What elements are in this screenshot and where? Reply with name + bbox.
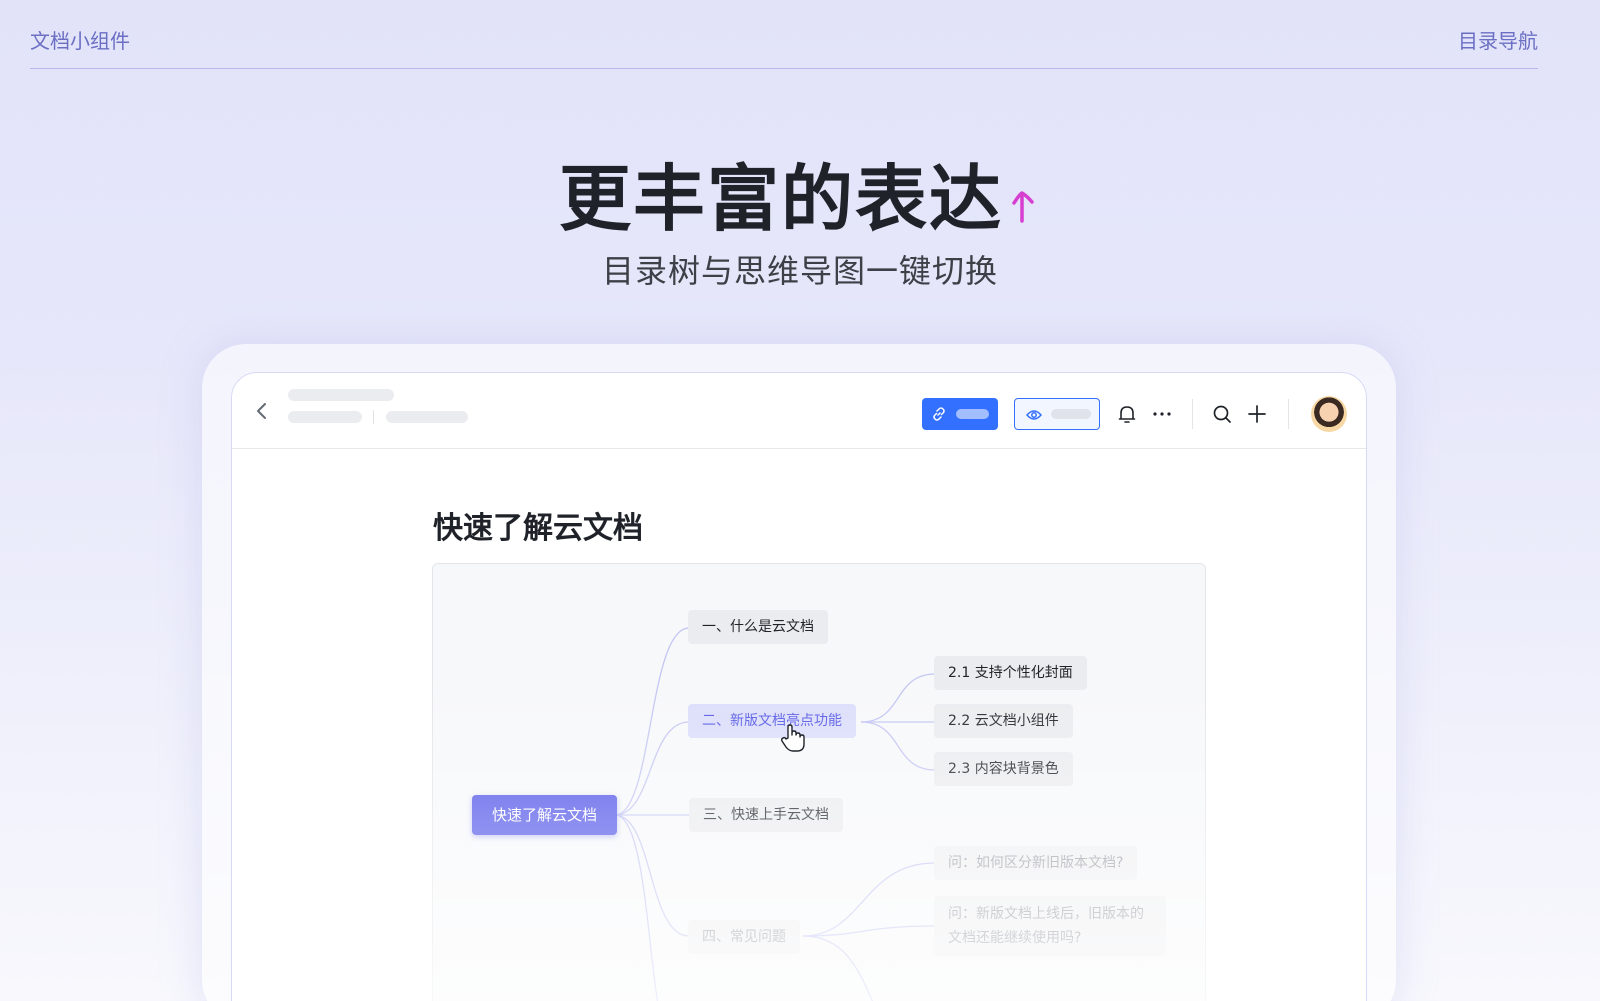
mindmap-root-node[interactable]: 快速了解云文档 (472, 795, 618, 835)
header-divider (1288, 399, 1289, 429)
more-icon[interactable] (1151, 403, 1173, 425)
eye-icon (1026, 407, 1042, 421)
brand-title: 文档小组件 (30, 29, 130, 53)
plus-icon[interactable] (1246, 403, 1268, 425)
doc-title: 快速了解云文档 (433, 511, 643, 546)
mindmap-canvas[interactable]: 快速了解云文档 一、什么是云文档 二、新版文档亮点功能 三、快速上手云文档 四、… (432, 563, 1206, 1001)
hero-title-text: 更丰富的表达 (558, 157, 1003, 241)
user-avatar[interactable] (1311, 396, 1347, 432)
mindmap-node[interactable]: 一、什么是云文档 (688, 610, 828, 644)
up-arrow-icon (1007, 160, 1041, 223)
view-mode-button[interactable] (1014, 398, 1100, 430)
mindmap-node-active[interactable]: 二、新版文档亮点功能 (688, 704, 856, 738)
mindmap-node[interactable]: 四、常见问题 (688, 920, 800, 954)
app-header (232, 373, 1366, 449)
mindmap-child-node[interactable]: 问：如何区分新旧版本文档? (934, 846, 1138, 880)
toc-nav-link[interactable]: 目录导航 (1458, 29, 1538, 53)
share-label-placeholder (956, 409, 989, 419)
mindmap-child-node[interactable]: 2.3 内容块背景色 (934, 752, 1073, 786)
top-nav: 文档小组件 目录导航 (30, 0, 1538, 69)
link-icon (932, 406, 946, 421)
share-button[interactable] (922, 398, 998, 430)
hand-cursor-icon (780, 723, 806, 753)
mindmap-child-node[interactable]: 2.2 云文档小组件 (934, 704, 1073, 738)
back-icon[interactable] (252, 401, 272, 421)
doc-meta-placeholder (386, 411, 468, 423)
hero-subtitle: 目录树与思维导图一键切换 (601, 252, 998, 290)
bell-icon[interactable] (1116, 403, 1138, 425)
header-divider (1192, 399, 1193, 429)
app-window: 快速了解云文档 快速了解云文档 一、什么是云文档 二、新版文档亮点功能 三、快速… (231, 372, 1367, 1001)
view-label-placeholder (1051, 409, 1091, 419)
search-icon[interactable] (1211, 403, 1233, 425)
doc-meta-placeholder (288, 411, 362, 423)
mindmap-child-node[interactable]: 2.1 支持个性化封面 (934, 656, 1087, 690)
mindmap-child-node[interactable]: 问：新版文档上线后，旧版本的文档还能继续使用吗? (934, 896, 1166, 956)
doc-meta-divider (373, 410, 374, 424)
hero-title: 更丰富的表达 (0, 140, 1600, 245)
mindmap-node[interactable]: 三、快速上手云文档 (689, 798, 843, 832)
doc-name-placeholder (288, 389, 394, 401)
